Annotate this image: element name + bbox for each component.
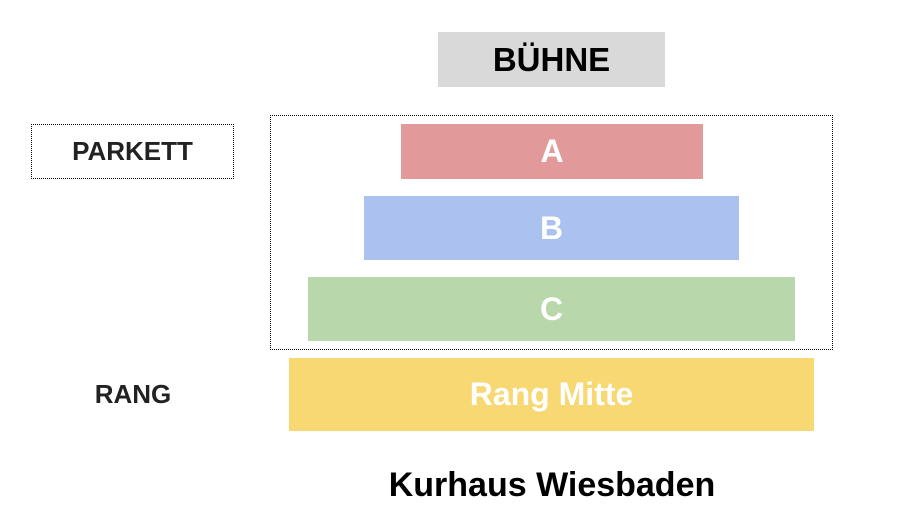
seat-block-c-label: C: [539, 290, 564, 327]
rang-section-label: RANG: [60, 374, 206, 414]
seat-block-rang-mitte-label: Rang Mitte: [469, 376, 634, 412]
seat-block-c[interactable]: C: [308, 277, 795, 341]
parkett-section-label: PARKETT: [31, 124, 234, 179]
stage-label: BÜHNE: [492, 40, 611, 78]
seat-block-a[interactable]: A: [401, 124, 703, 179]
rang-label-text: RANG: [94, 378, 172, 409]
venue-title-text: Kurhaus Wiesbaden: [388, 465, 716, 504]
seat-block-a-label: A: [540, 133, 564, 169]
seat-block-rang-mitte[interactable]: Rang Mitte: [289, 358, 814, 431]
seat-block-b[interactable]: B: [364, 196, 739, 260]
parkett-area: [270, 115, 833, 350]
stage: BÜHNE: [438, 32, 665, 87]
parkett-label-text: PARKETT: [72, 136, 193, 166]
venue-title: Kurhaus Wiesbaden: [300, 462, 804, 508]
seat-block-b-label: B: [539, 209, 564, 246]
